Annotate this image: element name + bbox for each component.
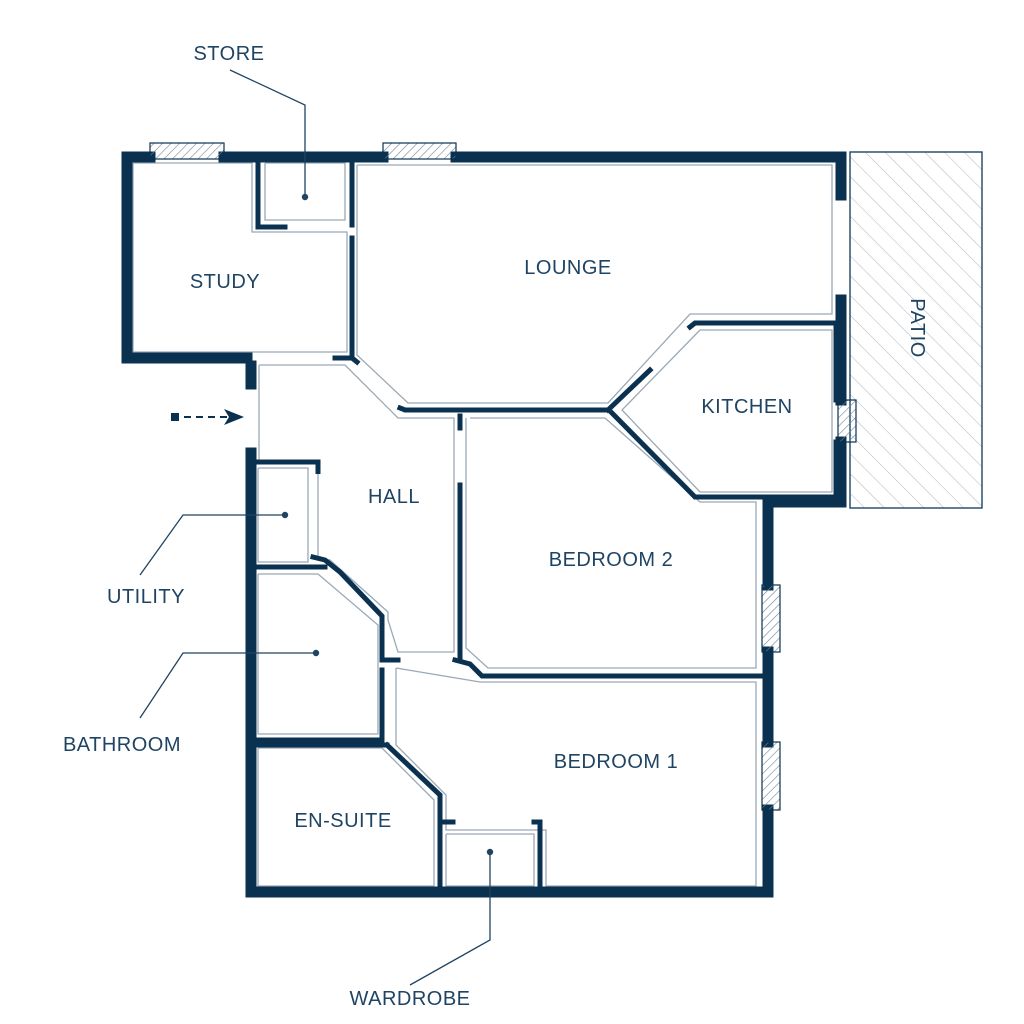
study-label: STUDY bbox=[190, 271, 260, 293]
bathroom-label: BATHROOM bbox=[63, 734, 181, 756]
store-label: STORE bbox=[193, 43, 264, 65]
bedroom-1-label: BEDROOM 1 bbox=[554, 751, 679, 773]
lounge-label: LOUNGE bbox=[524, 257, 611, 279]
patio-label: PATIO bbox=[906, 298, 928, 358]
wardrobe-label: WARDROBE bbox=[349, 988, 470, 1010]
interior-walls bbox=[248, 157, 839, 895]
utility-label: UTILITY bbox=[107, 586, 185, 608]
windows bbox=[149, 142, 857, 811]
bedroom-2-label: BEDROOM 2 bbox=[549, 549, 674, 571]
callout-leaders bbox=[139, 69, 494, 986]
kitchen-label: KITCHEN bbox=[701, 396, 792, 418]
exterior-walls bbox=[121, 151, 847, 898]
hall-label: HALL bbox=[368, 486, 420, 508]
dashed-arrow-right-icon bbox=[171, 409, 244, 425]
patio-area bbox=[849, 151, 983, 509]
en-suite-label: EN-SUITE bbox=[294, 810, 391, 832]
